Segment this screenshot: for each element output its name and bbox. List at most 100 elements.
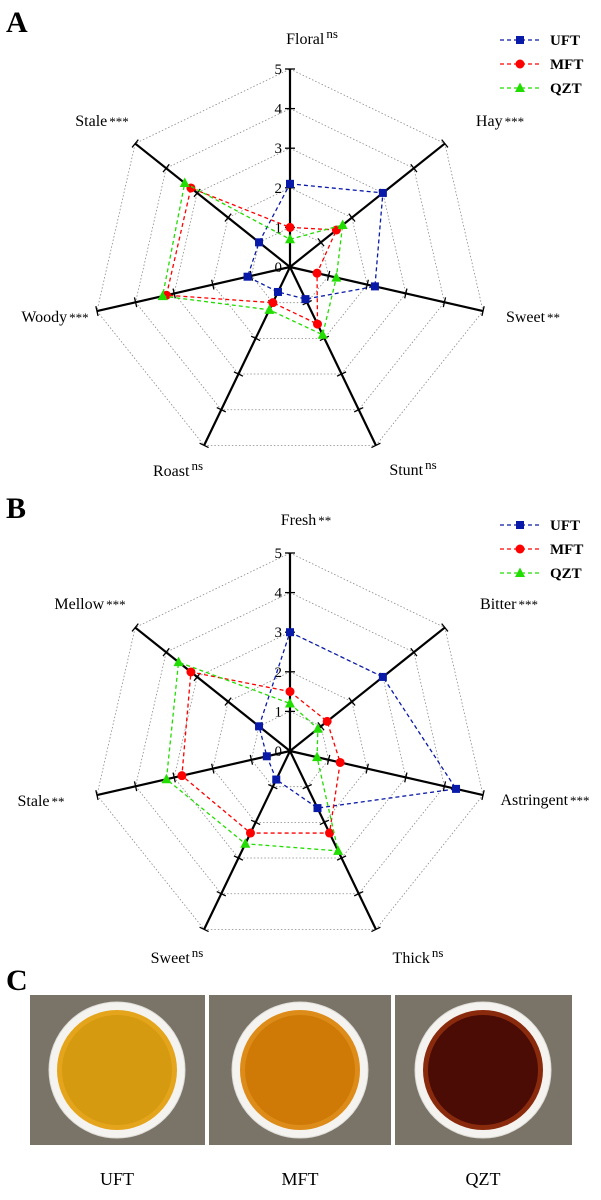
data-point-qzt (179, 177, 190, 188)
data-point-mft (245, 828, 255, 838)
data-point-mft (325, 828, 335, 838)
radial-tick-label: 4 (275, 102, 283, 118)
data-point-qzt (312, 723, 323, 733)
axis-label-astringent: Astringent*** (500, 792, 589, 809)
axis-line (134, 142, 291, 268)
axis-tick (410, 647, 418, 657)
panel-letter-b: B (6, 492, 26, 525)
grid-ring-4 (135, 592, 445, 895)
radial-tick-label: 3 (275, 625, 283, 641)
data-point-uft (378, 672, 387, 681)
axis-line (96, 265, 291, 313)
legend-marker-mft (515, 59, 525, 69)
radial-tick-label: 1 (275, 704, 283, 720)
axis-tick (224, 697, 232, 706)
series-line-uft (258, 631, 458, 809)
data-point-mft (322, 716, 332, 726)
axis-tick (404, 288, 408, 299)
axis-tick (199, 926, 209, 933)
cup-label-qzt: QZT (466, 1169, 501, 1189)
axis-label-woody: Woody*** (21, 309, 88, 326)
axis-tick (353, 406, 364, 413)
axis-tick (410, 163, 418, 173)
panel-letter-a: A (6, 6, 28, 39)
axis-tick (233, 371, 244, 377)
axis-label-mellow: Mellow*** (54, 596, 125, 613)
radial-tick-label: 5 (275, 546, 283, 562)
axis-tick (319, 819, 330, 826)
legend-marker-qzt (515, 567, 525, 577)
legend-marker-qzt (515, 82, 525, 92)
axis-tick (317, 721, 325, 731)
axis-label-fresh: Fresh** (281, 512, 332, 529)
axis-line (289, 142, 446, 268)
legend-label-uft: UFT (550, 33, 580, 49)
data-point-qzt (337, 219, 348, 230)
grid-ring-3 (173, 631, 407, 859)
legend-label-mft: MFT (550, 57, 583, 73)
data-point-mft (312, 319, 322, 329)
panel-c: C UFT MFT QZT (6, 964, 572, 1189)
legend-label-qzt: QZT (550, 566, 582, 582)
tea-cup-mft (231, 1001, 369, 1139)
grid-ring-5 (96, 68, 484, 446)
data-point-mft (335, 757, 345, 767)
axis-tick (442, 297, 447, 308)
axis-tick (268, 783, 278, 790)
axis-tick (336, 371, 347, 377)
axis-tick (216, 890, 227, 897)
axis-line (289, 750, 377, 930)
data-point-uft (370, 282, 379, 291)
axis-tick (95, 306, 99, 317)
radial-tick-label: 3 (275, 141, 283, 157)
axis-tick (172, 288, 176, 299)
legend-label-uft: UFT (550, 518, 580, 534)
radial-tick-label: 2 (275, 181, 283, 197)
series-line-uft (246, 183, 384, 300)
axis-tick (336, 855, 347, 861)
data-point-mft (186, 667, 196, 677)
data-point-uft (262, 752, 271, 761)
axis-tick (133, 781, 138, 792)
axis-tick (133, 297, 138, 308)
axis-tick (131, 623, 139, 632)
axis-tick (481, 306, 485, 317)
axis-tick (224, 213, 232, 222)
axis-tick (211, 763, 215, 774)
axis-tick (95, 790, 99, 801)
data-point-qzt (264, 304, 275, 314)
axis-tick (250, 819, 261, 826)
data-point-uft (301, 295, 310, 304)
data-point-mft (177, 771, 187, 781)
tea-cup-uft (48, 1001, 186, 1139)
axis-tick (172, 772, 176, 783)
legend-label-mft: MFT (550, 542, 583, 558)
legend-marker-uft (516, 36, 524, 44)
data-point-uft (255, 238, 264, 247)
series-line-mft (165, 187, 338, 326)
data-point-qzt (333, 845, 344, 855)
axis-tick (326, 754, 331, 765)
legend-label-qzt: QZT (550, 81, 582, 97)
axis-tick (353, 890, 364, 897)
axis-tick (348, 697, 356, 706)
data-point-qzt (317, 329, 328, 339)
axis-line (289, 265, 484, 313)
legend-marker-uft (516, 521, 524, 529)
grid-ring-3 (173, 147, 407, 375)
axis-tick (404, 772, 408, 783)
data-point-uft (273, 287, 282, 296)
axis-label-stale: Stale** (18, 793, 65, 810)
tea-liquor (245, 1015, 355, 1125)
data-point-qzt (161, 773, 172, 784)
data-point-qzt (157, 290, 168, 301)
axis-label-hay: Hay*** (476, 113, 524, 130)
axis-tick (250, 335, 261, 342)
axis-label-bitter: Bitter*** (480, 596, 538, 613)
legend-marker-mft (515, 544, 525, 554)
